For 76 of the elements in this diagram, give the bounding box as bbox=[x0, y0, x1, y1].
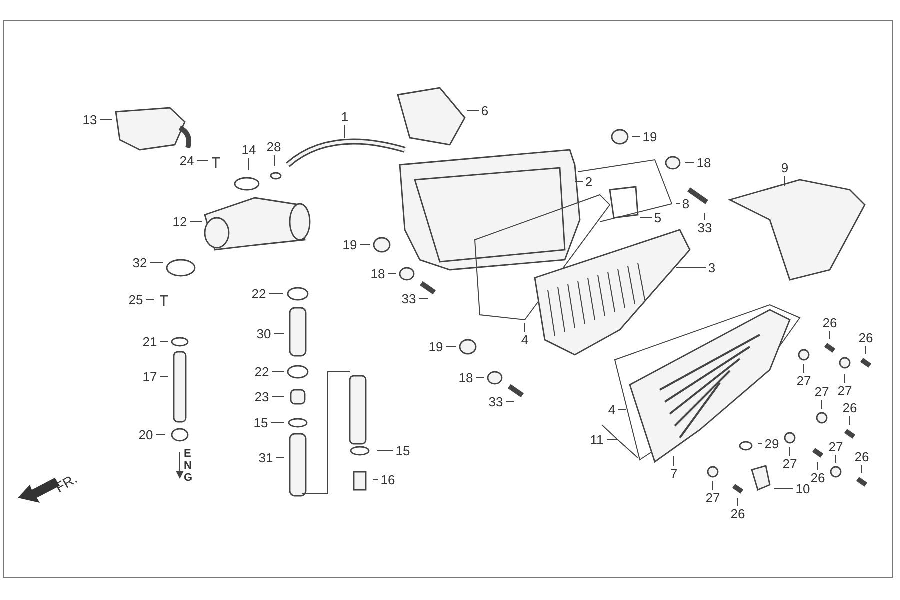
direction-label: ENG bbox=[184, 448, 194, 484]
leader-line bbox=[376, 450, 394, 452]
callout-number: 4 bbox=[521, 334, 529, 346]
callout-number: 19 bbox=[428, 340, 444, 354]
callout-number: 27 bbox=[796, 374, 812, 388]
callout-number: 13 bbox=[82, 114, 98, 126]
leader-line bbox=[446, 346, 456, 348]
leader-line bbox=[150, 262, 164, 264]
callout-number: 26 bbox=[858, 332, 874, 344]
callout-number: 14 bbox=[242, 144, 256, 156]
callout-number: 8 bbox=[682, 198, 690, 210]
callout-number: 19 bbox=[342, 238, 358, 252]
callout-number: 27 bbox=[706, 492, 720, 504]
callout-number: 33 bbox=[698, 222, 712, 234]
leader-line bbox=[248, 158, 250, 170]
leader-line bbox=[524, 322, 526, 332]
callout-number: 15 bbox=[396, 444, 410, 458]
callout-number: 26 bbox=[810, 472, 826, 484]
leader-line bbox=[632, 136, 640, 138]
callout-number: 4 bbox=[608, 404, 616, 416]
callout-number: 31 bbox=[258, 452, 274, 464]
callout-number: 17 bbox=[142, 370, 158, 384]
callout-number: 19 bbox=[642, 130, 658, 144]
callout-number: 24 bbox=[180, 154, 194, 168]
leader-line bbox=[602, 424, 638, 458]
callout-number: 9 bbox=[781, 162, 789, 174]
leader-line bbox=[272, 396, 284, 398]
callout-number: 15 bbox=[254, 416, 268, 430]
callout-number: 26 bbox=[854, 450, 870, 464]
callout-number: 28 bbox=[266, 140, 282, 154]
callout-number: 27 bbox=[814, 386, 830, 398]
callout-number: 3 bbox=[708, 262, 716, 274]
callout-number: 27 bbox=[782, 458, 798, 470]
callout-number: 23 bbox=[254, 390, 270, 404]
callout-number: 5 bbox=[654, 212, 662, 224]
callout-number: 26 bbox=[822, 316, 838, 330]
leader-line bbox=[774, 488, 794, 490]
leader-line bbox=[784, 176, 786, 186]
callout-number: 27 bbox=[828, 440, 844, 454]
callout-number: 18 bbox=[696, 156, 712, 170]
leader-line bbox=[418, 298, 428, 300]
callout-number: 29 bbox=[764, 438, 780, 450]
callout-number: 11 bbox=[590, 434, 604, 446]
callout-number: 33 bbox=[402, 292, 416, 306]
callout-number: 22 bbox=[254, 366, 270, 378]
callout-number: 1 bbox=[341, 110, 349, 124]
callout-number: 7 bbox=[670, 468, 678, 480]
callout-number: 26 bbox=[730, 508, 746, 520]
callout-number: 16 bbox=[380, 474, 396, 486]
callout-number: 30 bbox=[256, 328, 272, 340]
leader-line bbox=[466, 110, 480, 112]
callout-number: 10 bbox=[796, 482, 810, 496]
leader-line bbox=[160, 376, 168, 378]
callout-number: 12 bbox=[172, 216, 188, 228]
leader-line bbox=[156, 434, 166, 436]
callout-number: 32 bbox=[132, 256, 148, 270]
leader-line bbox=[684, 162, 694, 164]
leader-line bbox=[344, 124, 346, 138]
callout-number: 2 bbox=[585, 176, 593, 188]
leader-line bbox=[270, 422, 284, 424]
callout-number: 33 bbox=[488, 396, 504, 408]
leader-line bbox=[274, 154, 276, 166]
callout-number: 25 bbox=[128, 294, 144, 306]
callout-number: 6 bbox=[481, 104, 489, 118]
leader-line bbox=[704, 212, 706, 220]
leader-line bbox=[712, 480, 714, 490]
callout-number: 20 bbox=[138, 428, 154, 442]
callout-number: 21 bbox=[142, 336, 158, 348]
callout-number: 27 bbox=[838, 384, 852, 398]
leader-line bbox=[196, 160, 208, 162]
leader-line bbox=[360, 244, 370, 246]
callout-number: 26 bbox=[842, 402, 858, 414]
callout-number: 22 bbox=[252, 288, 266, 300]
callout-number: 18 bbox=[370, 268, 386, 280]
leader-line bbox=[844, 374, 846, 384]
callout-number: 18 bbox=[458, 372, 474, 384]
